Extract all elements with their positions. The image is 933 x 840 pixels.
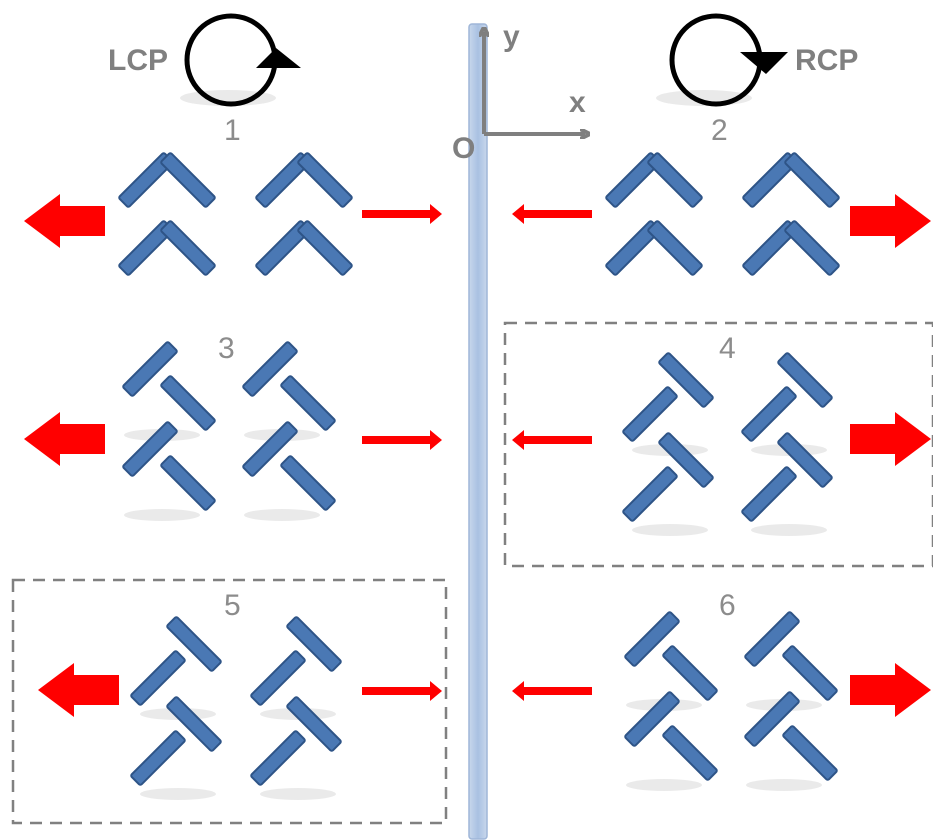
nanorod-lower xyxy=(250,650,306,706)
nanorod-upper xyxy=(242,421,298,477)
nanorod-upper xyxy=(624,611,680,667)
nanorod-lower xyxy=(250,730,306,786)
nanorod-lower xyxy=(130,730,186,786)
nanorod-upper xyxy=(166,616,222,672)
nanorod-upper xyxy=(286,616,342,672)
nanorod-upper xyxy=(624,691,680,747)
panel-5-highlight-box xyxy=(11,578,448,825)
nanorod-upper xyxy=(744,611,800,667)
nanorod-upper xyxy=(658,352,714,408)
nanorod-lower xyxy=(741,466,797,522)
nanorod-shadow xyxy=(746,779,822,791)
strong-arrow-left xyxy=(24,194,105,248)
weak-arrow-right xyxy=(362,430,442,450)
nanorod-upper xyxy=(166,696,222,752)
nanorod-lower xyxy=(622,386,678,442)
nanorod-upper xyxy=(658,432,714,488)
nanorod-lower xyxy=(741,386,797,442)
nanorod-upper xyxy=(242,341,298,397)
nanorod-lower xyxy=(662,645,718,701)
nanorod-shadow xyxy=(260,788,336,800)
nanorod-arrays xyxy=(118,152,840,800)
strong-arrow-left xyxy=(24,412,105,466)
rcp-indicator: RCP xyxy=(656,13,858,107)
origin-label: O xyxy=(452,132,475,165)
nanorod-upper xyxy=(777,432,833,488)
lcp-indicator: LCP xyxy=(108,13,301,107)
rcp-label: RCP xyxy=(795,44,858,77)
nanorod-lower xyxy=(160,455,216,511)
nanorod-upper xyxy=(777,352,833,408)
nanorod-lower xyxy=(662,725,718,781)
nanorod-right xyxy=(784,152,840,208)
x-axis-label: x xyxy=(569,86,586,119)
weak-arrow-left xyxy=(512,204,592,224)
panel-1-number: 1 xyxy=(224,114,241,147)
panel-3-number: 3 xyxy=(218,332,235,365)
nanorod-shadow xyxy=(124,509,200,521)
nanorod-right xyxy=(297,220,353,276)
interface-slab xyxy=(468,23,488,840)
nanorod-lower xyxy=(622,466,678,522)
nanorod-right xyxy=(647,152,703,208)
nanorod-shadow xyxy=(632,524,708,536)
nanorod-right xyxy=(647,220,703,276)
weak-arrow-right xyxy=(362,204,442,224)
nanorod-right xyxy=(160,152,216,208)
nanorod-upper xyxy=(744,691,800,747)
panel-4-highlight-box xyxy=(503,321,933,568)
nanorod-lower xyxy=(160,375,216,431)
nanorod-lower xyxy=(280,455,336,511)
lcp-arrowhead-icon xyxy=(256,48,301,68)
nanorod-shadow xyxy=(626,779,702,791)
y-axis-label: y xyxy=(503,20,520,53)
nanorod-shadow xyxy=(751,524,827,536)
nanorod-right xyxy=(160,220,216,276)
nanorod-lower xyxy=(782,645,838,701)
strong-arrow-right xyxy=(850,412,931,466)
lcp-label: LCP xyxy=(108,44,168,77)
panel-6-number: 6 xyxy=(719,589,736,622)
rcp-arrowhead-icon xyxy=(740,52,788,74)
weak-arrow-left xyxy=(512,430,592,450)
nanorod-lower xyxy=(782,725,838,781)
strong-arrow-right xyxy=(850,663,931,717)
strong-arrow-right xyxy=(850,194,931,248)
strong-arrow-left xyxy=(38,663,119,717)
weak-arrow-right xyxy=(362,681,442,701)
nanorod-shadow xyxy=(244,509,320,521)
nanorod-right xyxy=(784,220,840,276)
panel-2-number: 2 xyxy=(711,114,728,147)
nanorod-right xyxy=(297,152,353,208)
panel-5-number: 5 xyxy=(224,589,241,622)
nanorod-shadow xyxy=(140,788,216,800)
panel-4-number: 4 xyxy=(719,332,736,365)
nanorod-upper xyxy=(122,421,178,477)
diffraction-arrows xyxy=(24,194,931,717)
nanorod-upper xyxy=(286,696,342,752)
coordinate-axes: y x O xyxy=(452,20,586,165)
weak-arrow-left xyxy=(512,681,592,701)
nanorod-upper xyxy=(122,341,178,397)
nanorod-lower xyxy=(130,650,186,706)
nanorod-lower xyxy=(280,375,336,431)
